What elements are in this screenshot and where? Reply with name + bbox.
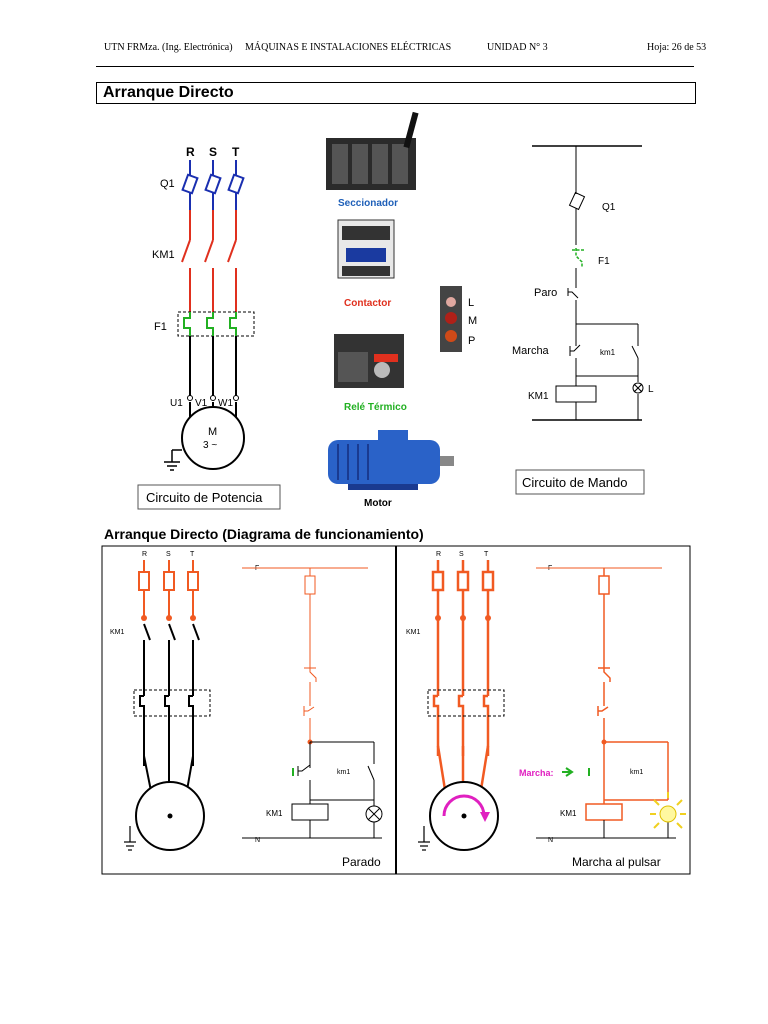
rotation-arrow: [442, 794, 486, 817]
header-unit: UNIDAD N° 3: [487, 42, 548, 53]
diagram-running: R S T KM1 F: [406, 551, 686, 869]
right-phase-s: S: [459, 551, 464, 558]
ctrl-paro-label: Paro: [534, 287, 557, 299]
right-km1-coil: KM1: [560, 809, 577, 818]
ctrl-f1-label: F1: [598, 256, 610, 267]
ctrl-km1-small: km1: [600, 348, 616, 357]
ground-icon: [164, 449, 182, 471]
right-km1-small: km1: [630, 769, 643, 776]
ctrl-q1-label: Q1: [602, 202, 616, 213]
ctrl-lamp-label: L: [648, 384, 654, 395]
phase-t: T: [232, 145, 240, 159]
panel-label-l: L: [468, 297, 474, 309]
header-page: Hoja: 26 de 53: [647, 42, 707, 53]
left-km1-coil: KM1: [266, 809, 283, 818]
diagram-stopped: R S T KM1 F: [110, 551, 383, 869]
motor-image: [328, 430, 454, 490]
right-caption: Marcha al pulsar: [572, 855, 661, 869]
left-phase-t: T: [190, 551, 195, 558]
push-arrow-icon: [562, 767, 574, 777]
header-institution: UTN FRMza. (Ing. Electrónica): [104, 42, 233, 53]
left-phase-s: S: [166, 551, 171, 558]
left-km1-small: km1: [337, 769, 350, 776]
power-caption-box: [137, 484, 281, 510]
pushbutton-station-image: [440, 286, 462, 352]
header-rule: [96, 66, 694, 67]
components-panel: Seccionador Contactor Relé Térmico Motor…: [326, 111, 477, 509]
f1-label: F1: [154, 321, 167, 333]
right-n: N: [548, 837, 553, 844]
control-caption: Circuito de Mando: [522, 475, 628, 490]
page-header: UTN FRMza. (Ing. Electrónica) MÁQUINAS E…: [0, 42, 768, 62]
left-km1: KM1: [110, 629, 125, 636]
contactor-caption: Contactor: [344, 298, 391, 309]
control-circuit: Q1 F1 Paro Marcha km1 KM1 L Circuito de …: [512, 145, 654, 495]
left-caption: Parado: [342, 855, 381, 869]
left-n: N: [255, 837, 260, 844]
panel-label-p: P: [468, 335, 475, 347]
phase-s: S: [209, 145, 217, 159]
km1-label: KM1: [152, 249, 175, 261]
motor-label: M: [208, 426, 217, 438]
right-km1: KM1: [406, 629, 421, 636]
ctrl-f1-contact: [572, 248, 584, 268]
right-phase-t: T: [484, 551, 489, 558]
phase-r: R: [186, 145, 195, 159]
motor-sub: 3 ~: [203, 440, 217, 451]
seccionador-caption: Seccionador: [338, 198, 398, 209]
power-circuit: R S T Q1 KM1 F1 U1 V1 W1 M 3 ~ Circuito …: [137, 145, 281, 510]
terminal-v1: V1: [195, 398, 208, 409]
header-course: MÁQUINAS E INSTALACIONES ELÉCTRICAS: [245, 42, 452, 53]
section-title-box: Arranque Directo: [96, 82, 696, 104]
ctrl-km1-coil: KM1: [528, 391, 549, 402]
terminal-u1: U1: [170, 398, 183, 409]
lamp-glow-icon: [650, 792, 686, 829]
diagram-title: Arranque Directo (Diagrama de funcionami…: [104, 526, 424, 542]
right-phase-r: R: [436, 551, 441, 558]
panel-label-m: M: [468, 315, 477, 327]
rele-caption: Relé Térmico: [344, 402, 407, 413]
terminal-w1: W1: [218, 398, 233, 409]
control-caption-box: [515, 469, 645, 495]
operation-diagram: R S T KM1 F: [101, 545, 691, 875]
section-title: Arranque Directo: [103, 84, 234, 101]
ctrl-marcha-label: Marcha: [512, 345, 550, 357]
motor-symbol: [181, 406, 245, 470]
seccionador-image: [326, 111, 419, 190]
motor-caption: Motor: [364, 498, 392, 509]
q1-label: Q1: [160, 178, 175, 190]
rele-image: [334, 334, 404, 388]
left-phase-r: R: [142, 551, 147, 558]
power-caption: Circuito de Potencia: [146, 490, 263, 505]
marcha-label: Marcha:: [519, 768, 554, 778]
contactor-image: [337, 219, 395, 279]
relay-frame: [177, 311, 255, 337]
